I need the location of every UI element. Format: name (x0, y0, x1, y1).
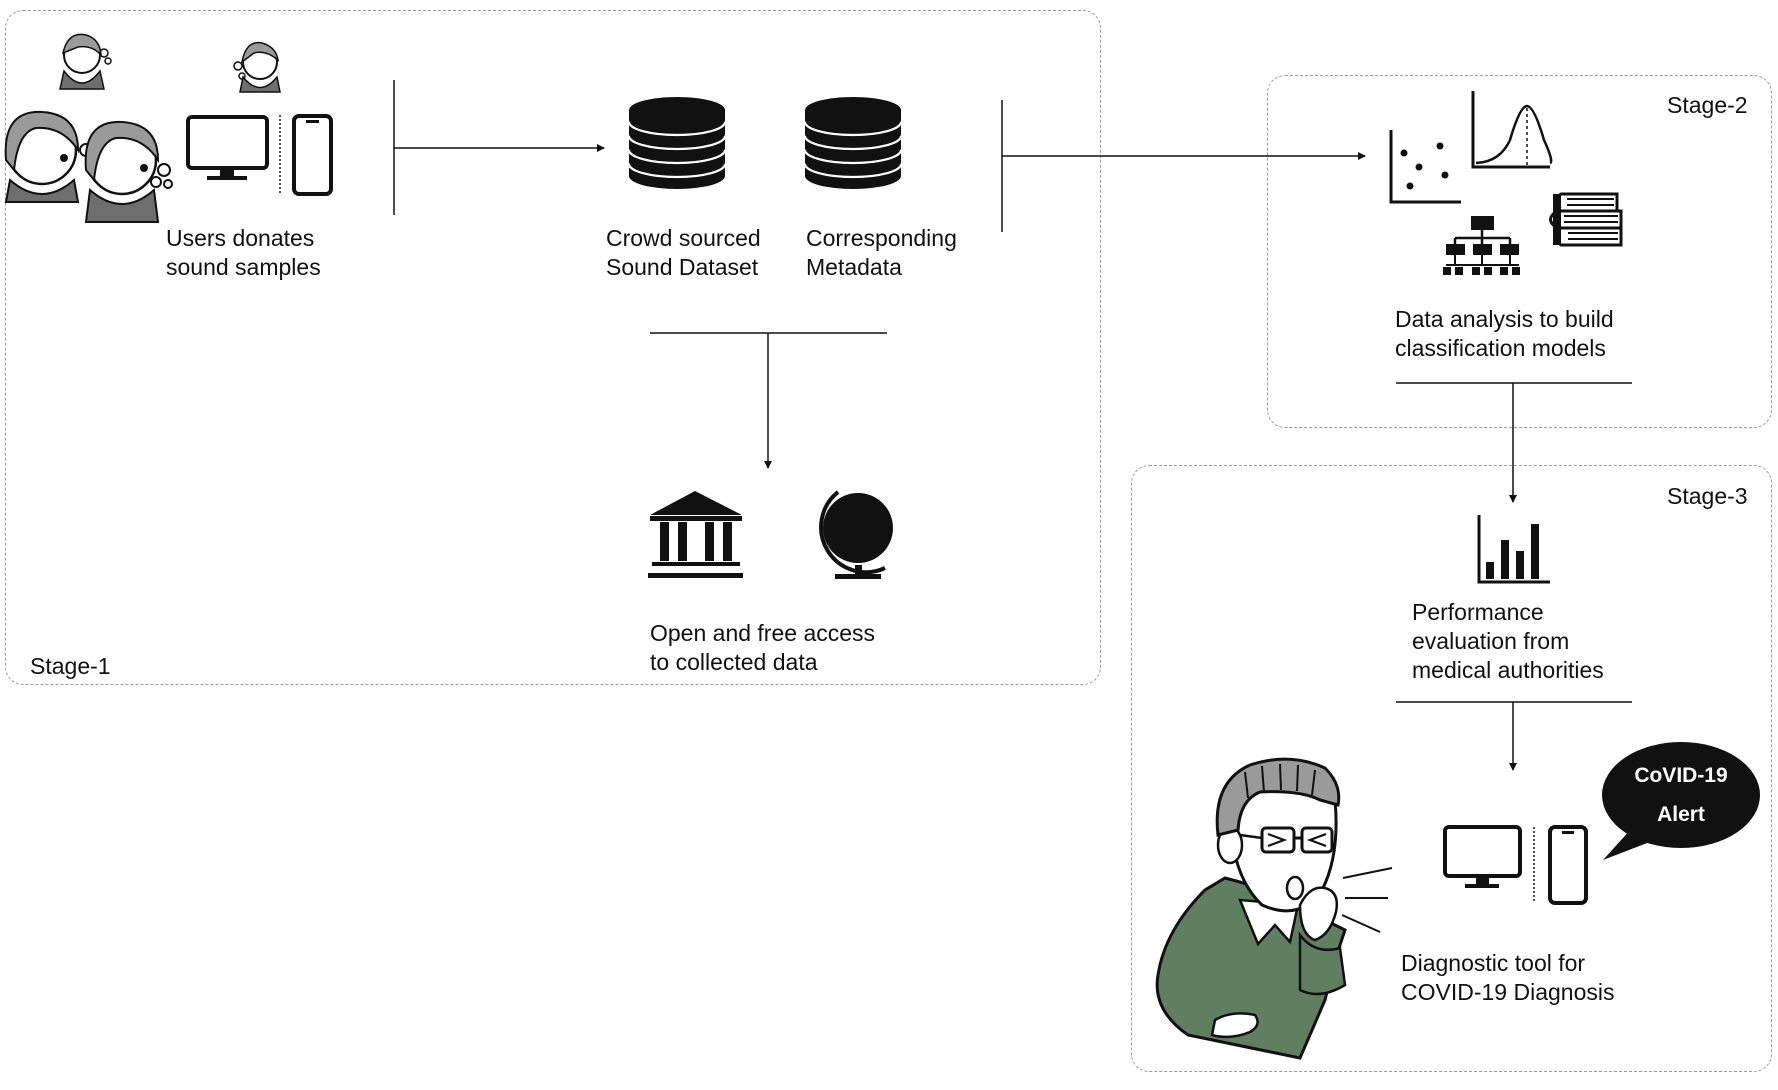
stage-1-box (5, 10, 1101, 685)
users-label: Users donates sound samples (166, 225, 321, 280)
bar-chart-icon (1477, 515, 1550, 584)
analysis-label: Data analysis to build classification mo… (1395, 306, 1614, 361)
stage-2-box (1267, 75, 1772, 428)
open-access-label: Open and free access to collected data (650, 620, 876, 675)
org-chart-icon (1443, 216, 1520, 275)
alert-speech-bubble: CoVID-19 Alert (1602, 742, 1760, 860)
dataset-label: Crowd sourced Sound Dataset (606, 225, 761, 280)
scatter-plot-icon (1389, 130, 1461, 204)
diagnostic-phone-icon (1548, 825, 1588, 905)
coughing-people-icon (4, 33, 281, 223)
database-icon (627, 97, 727, 189)
distribution-curve-icon (1471, 91, 1553, 169)
diagnostic-monitor-icon (1443, 825, 1522, 888)
coughing-man-icon (1155, 757, 1393, 1060)
phone-icon (292, 114, 333, 196)
stage-1-label: Stage-1 (30, 653, 111, 679)
alert-line-1: CoVID-19 (1634, 764, 1727, 787)
metadata-label: Corresponding Metadata (806, 225, 957, 280)
stage-3-box (1131, 465, 1772, 1072)
stage-3-label: Stage-3 (1667, 483, 1748, 509)
globe-icon (819, 490, 893, 579)
books-icon (1549, 192, 1623, 247)
performance-label: Performance evaluation from medical auth… (1412, 599, 1604, 683)
metadata-database-icon (803, 97, 903, 189)
stage-2-label: Stage-2 (1667, 92, 1748, 118)
alert-line-2: Alert (1657, 803, 1705, 826)
institution-icon (648, 491, 743, 578)
monitor-icon (186, 115, 269, 180)
diagnostic-label: Diagnostic tool for COVID-19 Diagnosis (1401, 950, 1615, 1005)
